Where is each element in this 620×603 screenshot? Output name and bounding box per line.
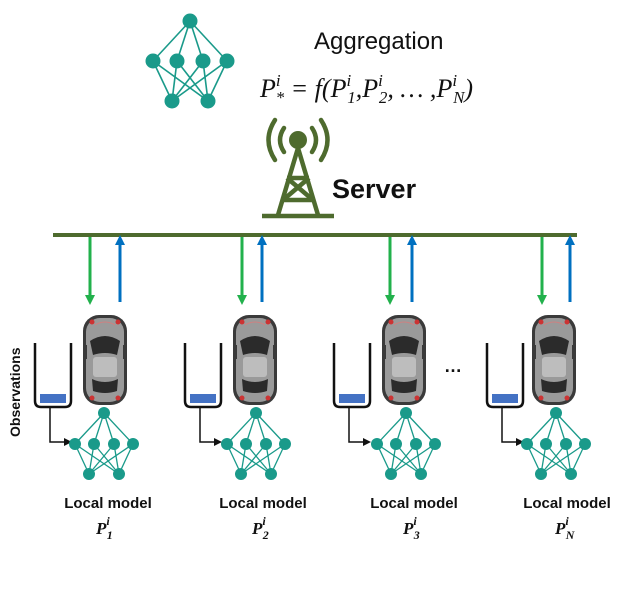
uplink-arrows — [115, 235, 575, 302]
local-model-3-network-icon — [370, 406, 442, 481]
buffer-to-model-arrow-2 — [199, 408, 222, 446]
vehicle-4-icon — [531, 314, 577, 406]
global-model-network-icon — [144, 12, 236, 110]
server-label: Server — [332, 174, 417, 204]
buffer-to-model-arrow-4 — [501, 408, 524, 446]
observation-buffer-2 — [183, 341, 223, 409]
local-model-1-network-icon — [68, 406, 140, 481]
observation-buffer-1 — [33, 341, 73, 409]
server-tower-icon — [262, 117, 334, 219]
downlink-arrows — [85, 237, 547, 305]
local-model-label-3: Local model — [370, 495, 458, 512]
buffer-to-model-arrow-1 — [49, 408, 72, 446]
local-model-4-network-icon — [520, 406, 592, 481]
local-model-2-network-icon — [220, 406, 292, 481]
aggregation-title: Aggregation — [314, 28, 443, 55]
observation-buffer-4 — [485, 341, 525, 409]
buffer-to-model-arrow-3 — [348, 408, 371, 446]
local-model-label-1: Local model — [64, 495, 152, 512]
vehicle-1-icon — [82, 314, 128, 406]
local-model-label-4: Local model — [523, 495, 611, 512]
vehicle-3-icon — [381, 314, 427, 406]
vehicle-2-icon — [232, 314, 278, 406]
observation-buffer-3 — [332, 341, 372, 409]
more-clients-ellipsis: … — [444, 356, 462, 376]
local-model-label-2: Local model — [219, 495, 307, 512]
observations-label: Observations — [7, 347, 23, 437]
